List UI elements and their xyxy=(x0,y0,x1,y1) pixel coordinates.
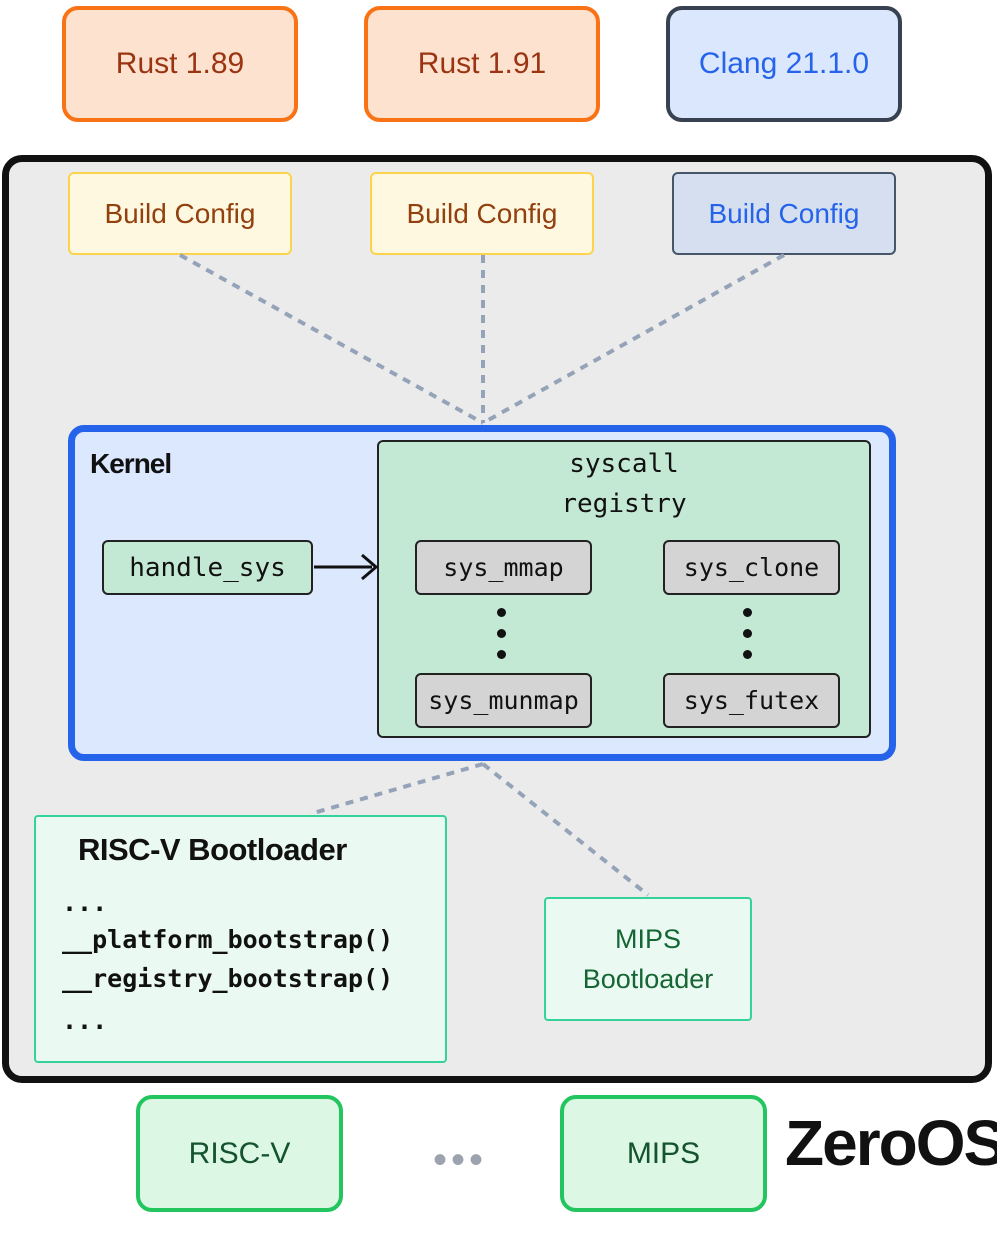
arrow-handle-to-registry xyxy=(314,553,379,581)
ellipsis-dot xyxy=(743,629,752,638)
ellipsis-dot xyxy=(497,629,506,638)
riscv-bootloader-title: RISC-V Bootloader xyxy=(78,832,347,867)
toolchain-rust-1-89: Rust 1.89 xyxy=(62,6,298,122)
syscall-sys-clone: sys_clone xyxy=(663,540,840,595)
syscall-sys-mmap: sys_mmap xyxy=(415,540,592,595)
riscv-bootloader-box xyxy=(34,815,447,1063)
code-line: ... xyxy=(62,1006,108,1035)
build-config-rust-1-89: Build Config xyxy=(68,172,292,255)
syscall-sys-futex: sys_futex xyxy=(663,673,840,728)
ellipsis-dot xyxy=(497,608,506,617)
connector-kernel-mips-boot xyxy=(481,762,650,897)
code-line: __registry_bootstrap() xyxy=(62,964,394,993)
syscall-registry-title: syscall registry xyxy=(561,449,687,519)
ellipsis-dot xyxy=(743,650,752,659)
code-line: ... xyxy=(62,888,108,917)
connector-config1-kernel xyxy=(179,253,484,425)
zeroos-label: ZeroOS xyxy=(785,1107,997,1179)
kernel-label: Kernel xyxy=(90,448,172,479)
toolchain-clang: Clang 21.1.0 xyxy=(666,6,902,122)
hardware-ellipsis: ••• xyxy=(432,1137,487,1182)
build-config-clang: Build Config xyxy=(672,172,896,255)
hardware-mips: MIPS xyxy=(560,1095,767,1212)
mips-bootloader-box: MIPS Bootloader xyxy=(544,897,752,1021)
build-config-rust-1-91: Build Config xyxy=(370,172,594,255)
toolchain-rust-1-91: Rust 1.91 xyxy=(364,6,600,122)
ellipsis-dot xyxy=(497,650,506,659)
hardware-riscv: RISC-V xyxy=(136,1095,343,1212)
connector-config3-kernel xyxy=(482,253,785,425)
handle-sys-node: handle_sys xyxy=(102,540,313,595)
connector-kernel-riscv-boot xyxy=(309,762,484,816)
syscall-sys-munmap: sys_munmap xyxy=(415,673,592,728)
ellipsis-dot xyxy=(743,608,752,617)
code-line: __platform_bootstrap() xyxy=(62,925,394,954)
